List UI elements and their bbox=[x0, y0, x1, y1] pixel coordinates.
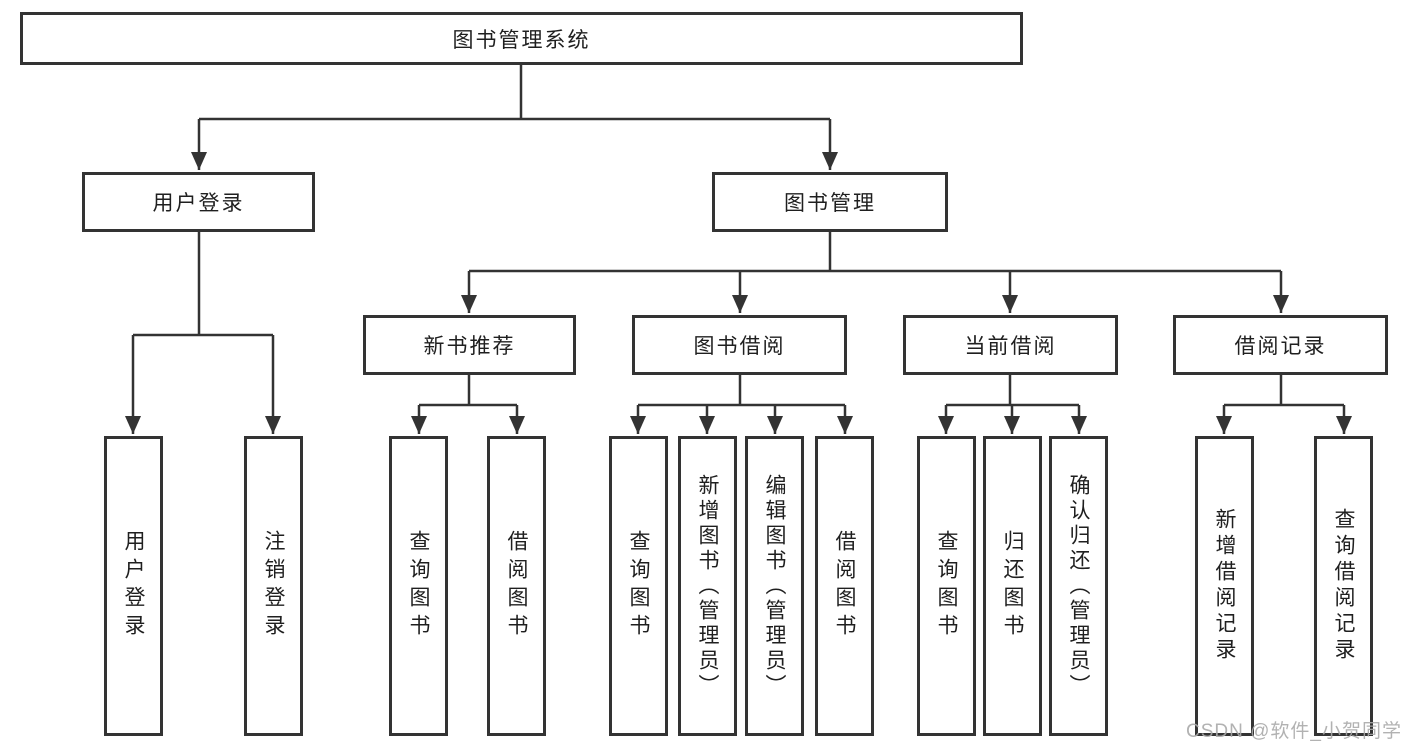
leaf-add-book-admin: 新增图书（管理员） bbox=[678, 436, 737, 736]
node-borrow-records: 借阅记录 bbox=[1173, 315, 1388, 375]
leaf-query-books-1: 查询图书 bbox=[389, 436, 448, 736]
trunk-lines bbox=[133, 65, 1344, 407]
leaf-logout: 注销登录 bbox=[244, 436, 303, 736]
leaf-add-borrow-record: 新增借阅记录 bbox=[1195, 436, 1254, 736]
leaf-borrow-books-1: 借阅图书 bbox=[487, 436, 546, 736]
leaf-query-books-2: 查询图书 bbox=[609, 436, 668, 736]
node-book-management: 图书管理 bbox=[712, 172, 948, 232]
node-book-borrow: 图书借阅 bbox=[632, 315, 847, 375]
leaf-query-borrow-record: 查询借阅记录 bbox=[1314, 436, 1373, 736]
leaf-user-login: 用户登录 bbox=[104, 436, 163, 736]
leaf-edit-book-admin: 编辑图书（管理员） bbox=[745, 436, 804, 736]
node-new-book-recommend: 新书推荐 bbox=[363, 315, 576, 375]
leaf-query-books-3: 查询图书 bbox=[917, 436, 976, 736]
csdn-watermark: CSDN @软件_小贺同学 bbox=[1186, 721, 1402, 742]
node-user-login-branch: 用户登录 bbox=[82, 172, 315, 232]
leaf-return-book: 归还图书 bbox=[983, 436, 1042, 736]
leaf-confirm-return-admin: 确认归还（管理员） bbox=[1049, 436, 1108, 736]
node-current-borrow: 当前借阅 bbox=[903, 315, 1118, 375]
leaf-borrow-books-2: 借阅图书 bbox=[815, 436, 874, 736]
node-library-system: 图书管理系统 bbox=[20, 12, 1023, 65]
